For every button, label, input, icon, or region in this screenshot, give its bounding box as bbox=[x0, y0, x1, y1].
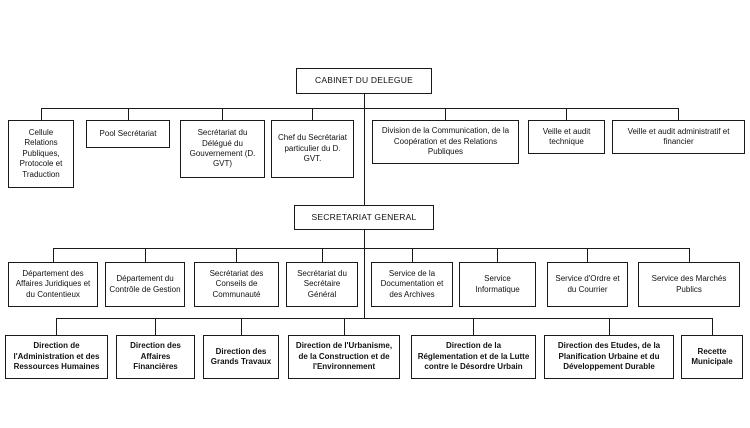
box-service-ordre-courrier: Service d'Ordre et du Courrier bbox=[547, 262, 628, 307]
connector-drop-cellule bbox=[41, 108, 42, 120]
box-cabinet-du-delegue: CABINET DU DELEGUE bbox=[296, 68, 432, 94]
connector-sg-to-row5-vline bbox=[364, 230, 365, 318]
box-direction-urbanisme: Direction de l'Urbanisme, de la Construc… bbox=[288, 335, 400, 379]
box-departement-affaires-juridiques: Département des Affaires Juridiques et d… bbox=[8, 262, 98, 307]
connector-row5-hline bbox=[56, 318, 712, 319]
connector-drop-marches-publics bbox=[689, 248, 690, 262]
connector-drop-veille-technique bbox=[566, 108, 567, 120]
connector-drop-ordre-courrier bbox=[587, 248, 588, 262]
box-secretariat-conseils-communaute: Secrétariat des Conseils de Communauté bbox=[194, 262, 279, 307]
box-veille-audit-administratif: Veille et audit administratif et financi… bbox=[612, 120, 745, 154]
box-service-informatique: Service Informatique bbox=[459, 262, 536, 307]
connector-drop-secretariat-delegue bbox=[222, 108, 223, 120]
connector-drop-chef-secretariat bbox=[312, 108, 313, 120]
box-veille-audit-technique: Veille et audit technique bbox=[528, 120, 605, 154]
box-service-marches-publics: Service des Marchés Publics bbox=[638, 262, 740, 307]
box-division-communication: Division de la Communication, de la Coop… bbox=[372, 120, 519, 164]
connector-drop-conseils-communaute bbox=[236, 248, 237, 262]
box-direction-affaires-financieres: Direction des Affaires Financières bbox=[116, 335, 195, 379]
connector-drop-etudes-planification bbox=[609, 318, 610, 335]
connector-drop-affaires-financieres bbox=[155, 318, 156, 335]
connector-drop-grands-travaux bbox=[241, 318, 242, 335]
connector-drop-informatique bbox=[497, 248, 498, 262]
box-departement-controle-gestion: Département du Contrôle de Gestion bbox=[105, 262, 185, 307]
connector-drop-documentation-archives bbox=[412, 248, 413, 262]
box-direction-grands-travaux: Direction des Grands Travaux bbox=[203, 335, 279, 379]
connector-drop-reglementation bbox=[473, 318, 474, 335]
box-chef-secretariat-particulier: Chef du Secrétariat particulier du D. GV… bbox=[271, 120, 354, 178]
box-pool-secretariat: Pool Secrétariat bbox=[86, 120, 170, 148]
connector-drop-recette-municipale bbox=[712, 318, 713, 335]
box-secretariat-secretaire-general: Secrétariat du Secrétaire Général bbox=[286, 262, 358, 307]
box-direction-reglementation: Direction de la Réglementation et de la … bbox=[411, 335, 536, 379]
connector-row4-hline bbox=[53, 248, 689, 249]
connector-row2-hline bbox=[41, 108, 679, 109]
connector-drop-controle-gestion bbox=[145, 248, 146, 262]
box-secretariat-general: SECRETARIAT GENERAL bbox=[294, 205, 434, 230]
connector-drop-affaires-juridiques bbox=[53, 248, 54, 262]
box-cellule-relations-publiques: Cellule Relations Publiques, Protocole e… bbox=[8, 120, 74, 188]
connector-drop-division-communication bbox=[445, 108, 446, 120]
connector-drop-veille-administratif bbox=[678, 108, 679, 120]
connector-root-to-sg-vline bbox=[364, 94, 365, 205]
connector-drop-pool bbox=[128, 108, 129, 120]
box-secretariat-delegue-gouvernement: Secrétariat du Délégué du Gouvernement (… bbox=[180, 120, 265, 178]
box-direction-etudes-planification: Direction des Etudes, de la Planificatio… bbox=[544, 335, 674, 379]
connector-drop-urbanisme bbox=[344, 318, 345, 335]
connector-drop-secretaire-general bbox=[322, 248, 323, 262]
box-recette-municipale: Recette Municipale bbox=[681, 335, 743, 379]
connector-drop-administration-rh bbox=[56, 318, 57, 335]
box-service-documentation-archives: Service de la Documentation et des Archi… bbox=[371, 262, 453, 307]
box-direction-administration-rh: Direction de l'Administration et des Res… bbox=[5, 335, 108, 379]
